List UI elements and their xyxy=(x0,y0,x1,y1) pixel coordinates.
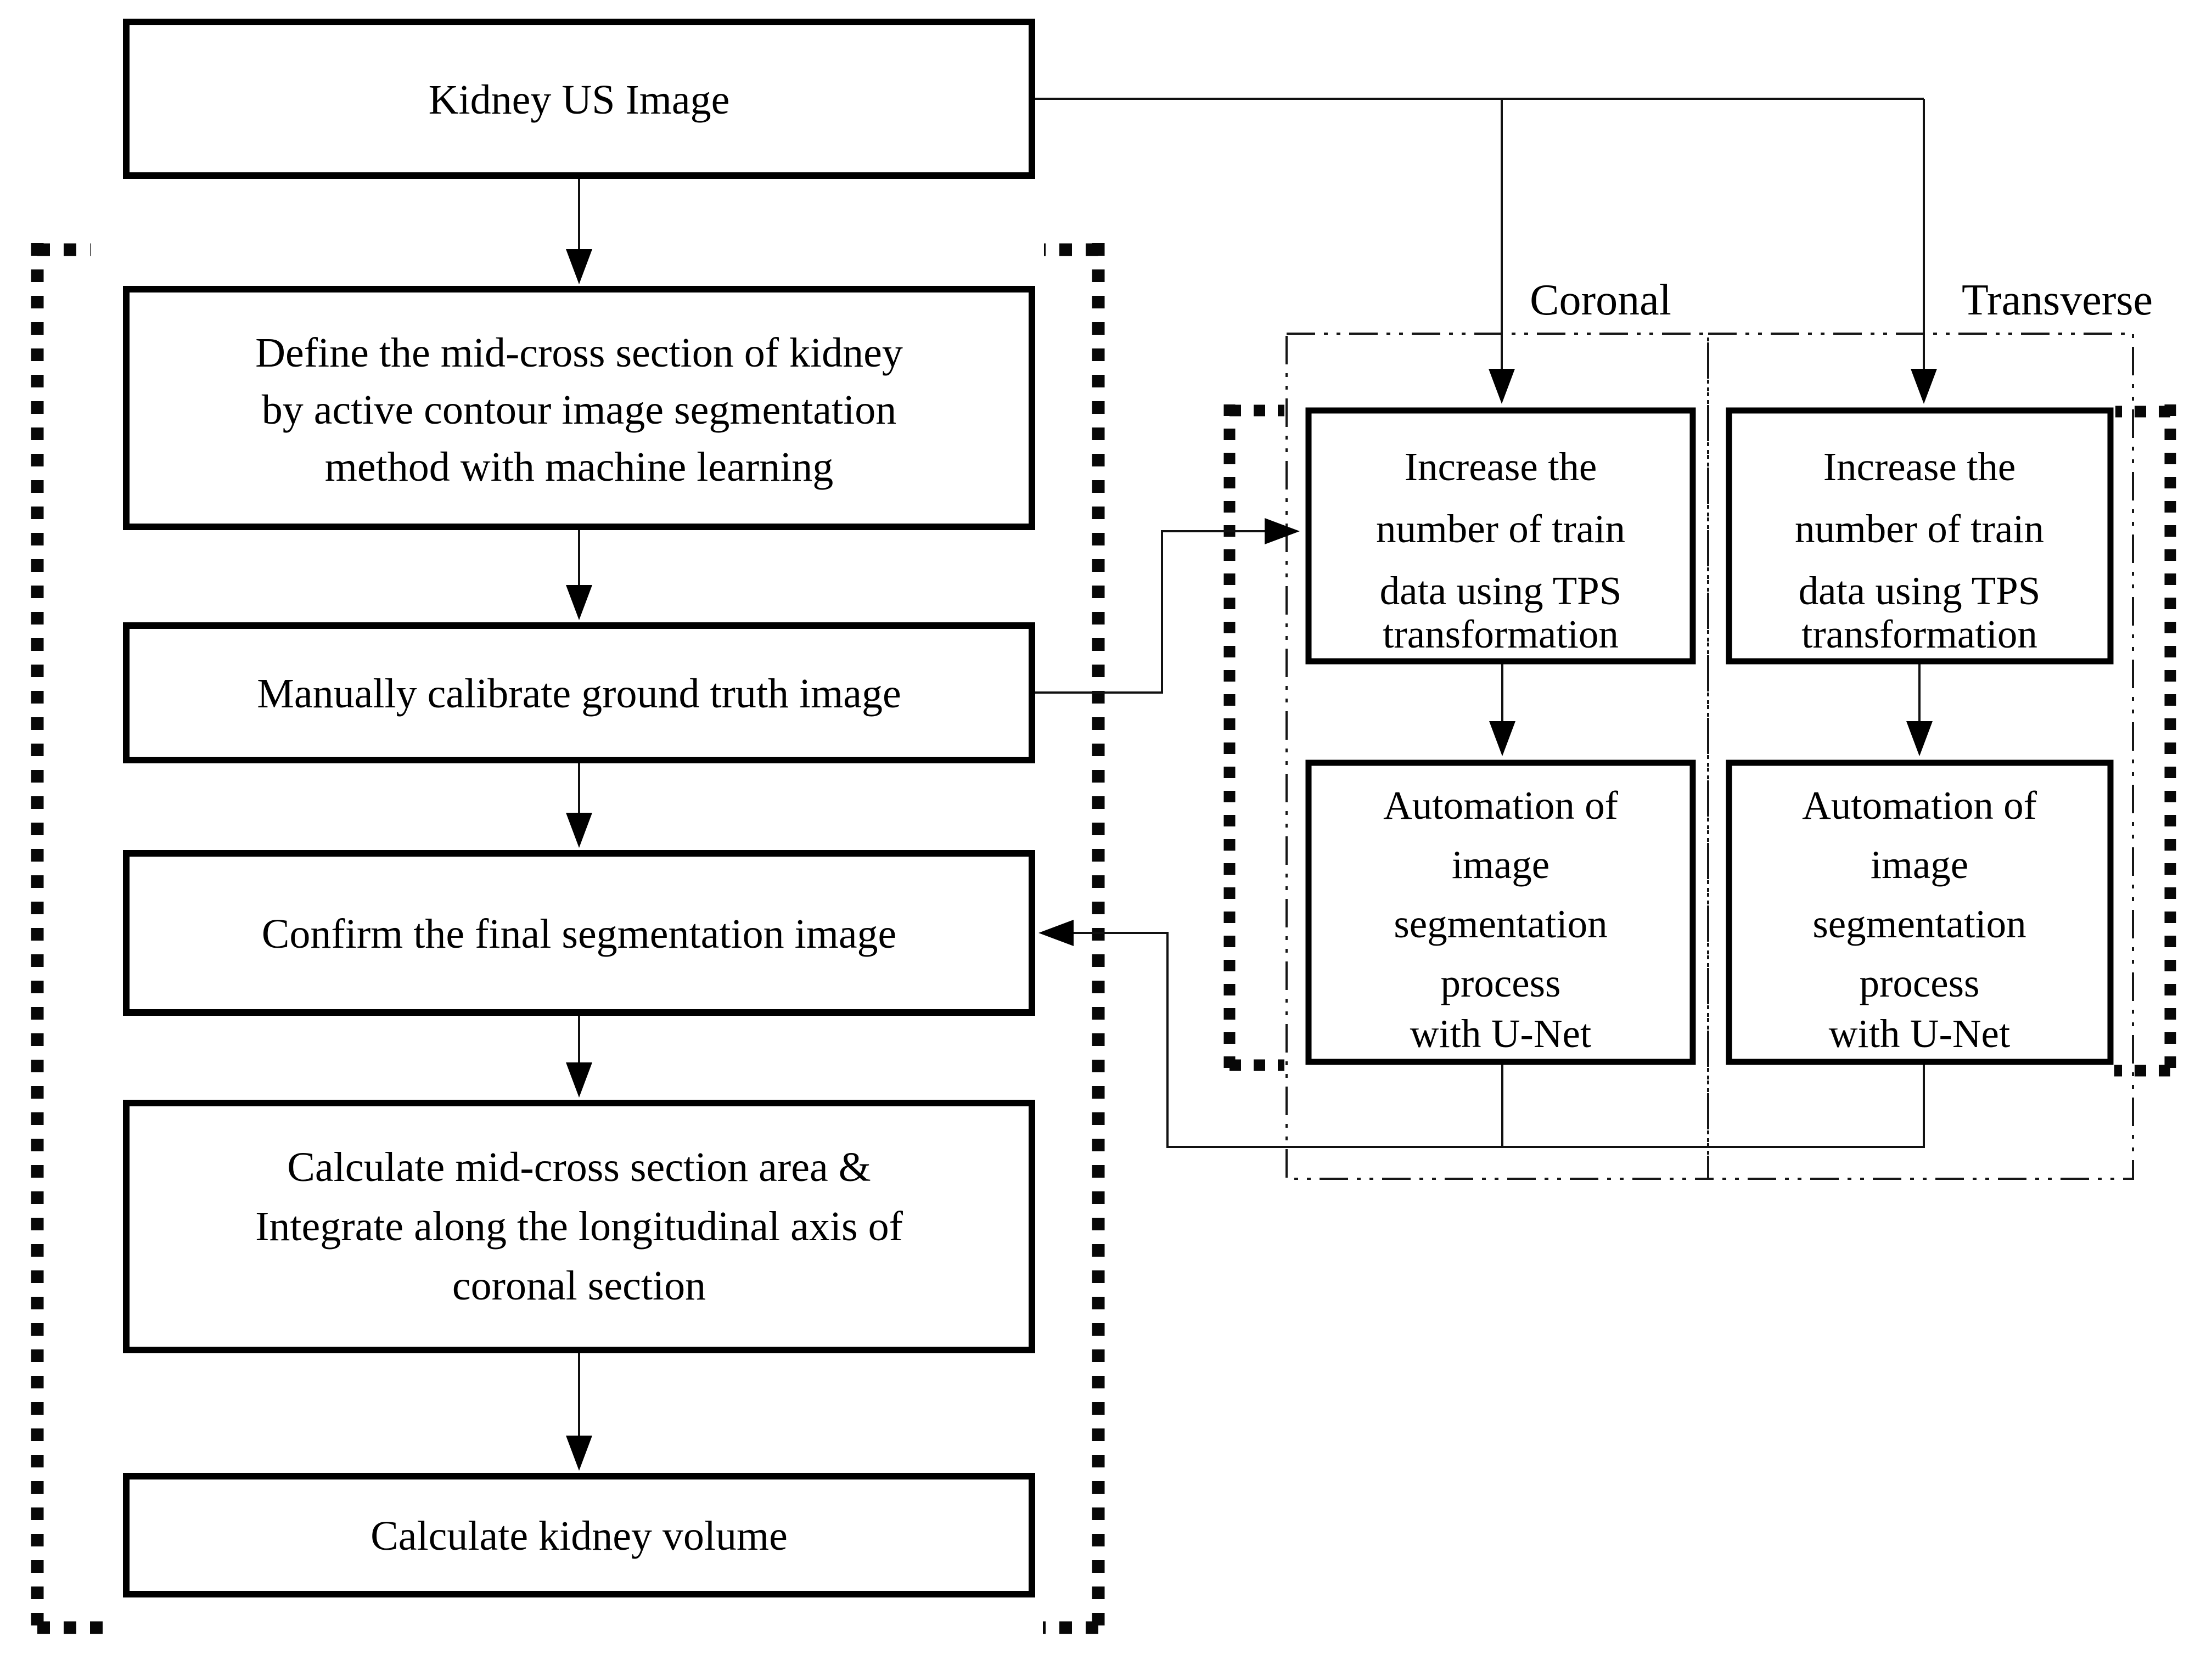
node-coronal-unet: Automation of image segmentation process… xyxy=(1305,760,1696,1065)
manually-calibrate-box xyxy=(123,622,1035,763)
transverse-section-label: Transverse xyxy=(1962,276,2153,324)
coronal-unet-line-1: Automation of xyxy=(1383,783,1618,828)
coronal-unet-line-5: with U-Net xyxy=(1410,1011,1591,1056)
transverse-tps-line-3: data using TPS xyxy=(1799,569,2041,613)
transverse-unet-line-3: segmentation xyxy=(1812,902,2026,946)
define-mid-cross-box xyxy=(123,286,1035,530)
calculate-mid-cross-line-2: Integrate along the longitudinal axis of xyxy=(255,1203,903,1250)
coronal-section-frame xyxy=(1285,333,1709,1180)
confirm-final-box xyxy=(123,850,1035,1016)
coronal-tps-line-4: transformation xyxy=(1383,612,1619,656)
coronal-unet-box xyxy=(1305,760,1696,1065)
augmentation-dotted-brackets xyxy=(1223,404,2176,1078)
define-mid-cross-line-1: Define the mid-cross section of kidney xyxy=(255,330,903,376)
transverse-unet-line-1: Automation of xyxy=(1802,783,2037,828)
node-transverse-unet: Automation of image segmentation process… xyxy=(1726,760,2114,1065)
transverse-unet-line-2: image xyxy=(1871,842,1968,887)
arrow-unet-return-to-confirm xyxy=(1038,920,1925,1148)
define-mid-cross-line-3: method with machine learning xyxy=(325,444,834,490)
node-transverse-tps: Increase the number of train data using … xyxy=(1726,407,2114,665)
transverse-unet-line-5: with U-Net xyxy=(1829,1011,2010,1056)
coronal-unet-line-2: image xyxy=(1452,842,1549,887)
transverse-tps-line-4: transformation xyxy=(1801,612,2037,656)
node-calculate-mid-cross: Calculate mid-cross section area & Integ… xyxy=(123,1100,1035,1353)
coronal-unet-line-3: segmentation xyxy=(1394,902,1607,946)
node-kidney-us-image: Kidney US Image xyxy=(123,19,1035,179)
kidney-us-image-label: Kidney US Image xyxy=(429,77,730,123)
transverse-section-frame xyxy=(1707,333,2134,1180)
calculate-mid-cross-box xyxy=(123,1100,1035,1353)
confirm-final-label: Confirm the final segmentation image xyxy=(262,911,897,957)
manually-calibrate-label: Manually calibrate ground truth image xyxy=(257,671,901,717)
transverse-tps-line-2: number of train xyxy=(1795,507,2044,551)
node-coronal-tps: Increase the number of train data using … xyxy=(1305,407,1696,665)
node-define-mid-cross: Define the mid-cross section of kidney b… xyxy=(123,286,1035,530)
coronal-tps-line-3: data using TPS xyxy=(1380,569,1622,613)
transverse-unet-line-4: process xyxy=(1860,961,1980,1005)
transverse-tps-box xyxy=(1726,407,2114,665)
calculate-mid-cross-line-1: Calculate mid-cross section area & xyxy=(287,1144,871,1190)
transverse-unet-box xyxy=(1726,760,2114,1065)
calculate-volume-label: Calculate kidney volume xyxy=(370,1513,788,1559)
node-manually-calibrate: Manually calibrate ground truth image xyxy=(123,622,1035,763)
coronal-tps-box xyxy=(1305,407,1696,665)
calculate-mid-cross-line-3: coronal section xyxy=(452,1263,706,1309)
coronal-tps-line-2: number of train xyxy=(1376,507,1625,551)
calculate-volume-box xyxy=(123,1473,1035,1597)
kidney-us-image-box xyxy=(123,19,1035,179)
coronal-section-label: Coronal xyxy=(1530,276,1671,324)
arrow-manual-to-tps xyxy=(1032,518,1300,694)
node-calculate-volume: Calculate kidney volume xyxy=(123,1473,1035,1597)
coronal-unet-line-4: process xyxy=(1441,961,1561,1005)
left-pipeline-dotted-bracket xyxy=(31,243,1105,1634)
transverse-tps-line-1: Increase the xyxy=(1823,445,2016,489)
coronal-tps-line-1: Increase the xyxy=(1405,445,1597,489)
define-mid-cross-line-2: by active contour image segmentation xyxy=(262,387,897,433)
node-confirm-final: Confirm the final segmentation image xyxy=(123,850,1035,1016)
